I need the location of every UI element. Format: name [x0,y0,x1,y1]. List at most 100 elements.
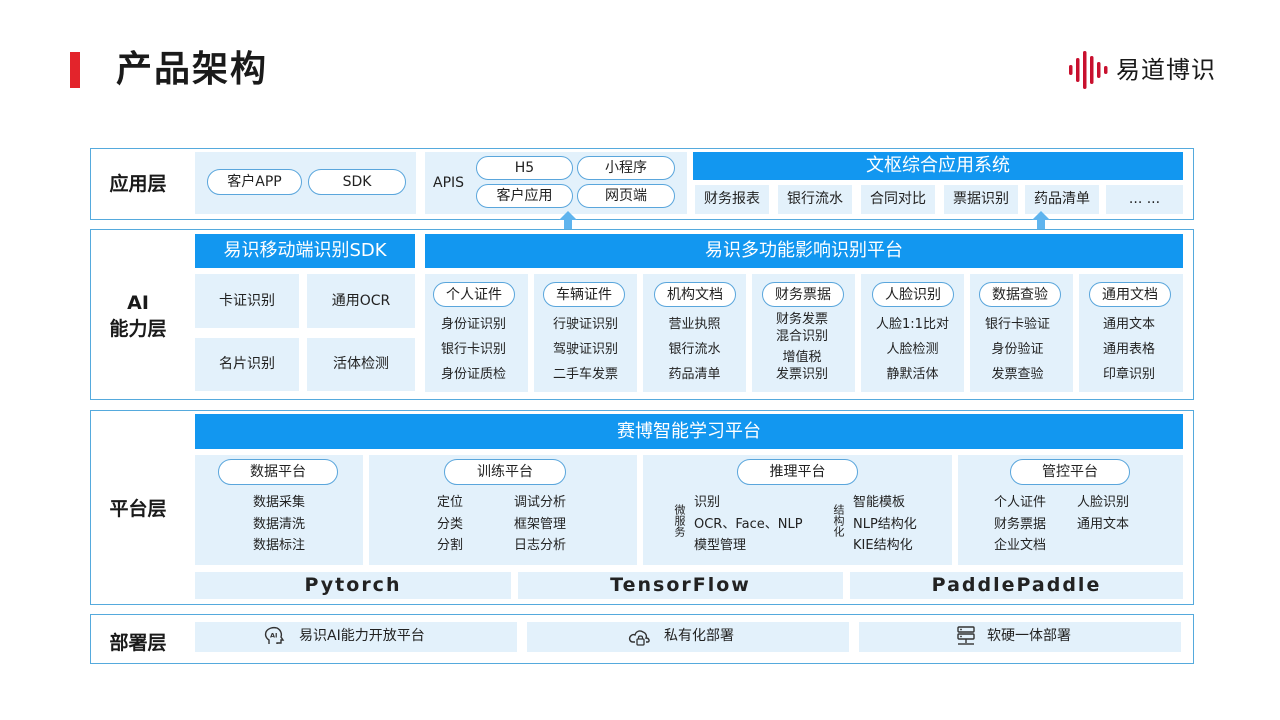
ai-item: 二手车发票 [552,367,618,382]
ai-column-title-data-verify[interactable]: 数据查验 [979,282,1061,307]
ai-item: 发票识别 [775,367,828,382]
ai-item: 静默活体 [886,367,939,382]
sdk-title: 易识移动端识别SDK [195,234,415,268]
sdk-item-liveness: 活体检测 [307,338,415,391]
system-item-financial-report: 财务报表 [695,185,769,214]
ai-item: 银行卡识别 [440,342,506,357]
miniprogram-pill[interactable]: 小程序 [577,156,675,180]
ai-layer-label-line1: AI [127,292,149,314]
microservice-side-label: 微服务 [673,504,686,537]
ai-head-icon: AI [264,626,285,644]
control-item: 个人证件 [993,495,1046,510]
framework-tensorflow: TensorFlow [518,572,843,599]
up-arrow-icon [559,211,577,233]
system-item-bank-flow: 银行流水 [778,185,852,214]
control-item: 财务票据 [993,517,1046,532]
ai-item: 通用表格 [1102,342,1155,357]
sdk-item-business-card: 名片识别 [195,338,299,391]
ai-item: 营业执照 [668,317,721,332]
deploy-item-private[interactable] [527,622,849,652]
data-platform-item: 数据标注 [252,538,305,553]
control-platform-title[interactable]: 管控平台 [1010,459,1130,485]
webpage-pill[interactable]: 网页端 [577,184,675,208]
infer-item: KIE结构化 [853,538,913,553]
system-item-drug-list: 药品清单 [1025,185,1099,214]
train-item: 分割 [436,538,463,553]
page-title: 产品架构 [116,49,269,90]
ai-item: 通用文本 [1102,317,1155,332]
data-platform-item: 数据采集 [252,495,305,510]
deploy-label-hardware: 软硬一体部署 [987,628,1071,644]
ai-item: 药品清单 [668,367,721,382]
ai-item: 银行流水 [668,342,721,357]
sdk-item-general-ocr: 通用OCR [307,274,415,328]
control-item: 通用文本 [1076,517,1129,532]
infer-item: NLP结构化 [853,517,917,532]
ai-item: 银行卡验证 [984,317,1050,332]
data-platform-title[interactable]: 数据平台 [218,459,338,485]
recognition-platform-title: 易识多功能影响识别平台 [425,234,1183,268]
system-item-more: ... ... [1106,185,1183,214]
deploy-item-ai-platform[interactable] [195,622,517,652]
system-item-bill-recognition: 票据识别 [944,185,1018,214]
deploy-label-ai-platform: 易识AI能力开放平台 [299,628,425,644]
ai-item: 行驶证识别 [552,317,618,332]
svg-text:AI: AI [270,632,277,640]
sdk-item-card: 卡证识别 [195,274,299,328]
logo-text: 易道博识 [1116,56,1216,84]
ai-column-title-org-docs[interactable]: 机构文档 [654,282,736,307]
ai-column-title-vehicle-id[interactable]: 车辆证件 [543,282,625,307]
system-item-contract-compare: 合同对比 [861,185,935,214]
train-item: 日志分析 [513,538,566,553]
control-item: 企业文档 [993,538,1046,553]
infer-item: 模型管理 [694,538,747,553]
train-item: 分类 [436,517,463,532]
h5-pill[interactable]: H5 [476,156,573,180]
ai-item: 身份验证 [991,342,1044,357]
deploy-label-private: 私有化部署 [664,628,734,644]
ai-item: 增值税 [782,350,822,365]
ai-column-title-face[interactable]: 人脸识别 [872,282,954,307]
infer-item: OCR、Face、NLP [694,517,803,532]
train-item: 框架管理 [513,517,566,532]
ai-item: 人脸检测 [886,342,939,357]
ai-item: 印章识别 [1102,367,1155,382]
deploy-item-hardware[interactable] [859,622,1181,652]
ai-item: 驾驶证识别 [552,342,618,357]
deploy-layer-label: 部署层 [109,632,167,654]
infer-item: 智能模板 [853,495,906,510]
ai-column-title-general-docs[interactable]: 通用文档 [1089,282,1171,307]
control-item: 人脸识别 [1076,495,1129,510]
ai-item: 财务发票 [775,312,828,327]
wenshu-system-title: 文枢综合应用系统 [693,152,1183,180]
sdk-pill[interactable]: SDK [308,169,406,195]
train-platform-title[interactable]: 训练平台 [444,459,566,485]
structured-side-label: 结构化 [832,504,845,537]
app-layer-label: 应用层 [109,173,167,195]
framework-pytorch: Pytorch [195,572,511,599]
ai-item: 身份证质检 [440,367,506,382]
train-item: 调试分析 [513,495,566,510]
ai-item: 混合识别 [775,329,828,344]
ai-item: 人脸1:1比对 [876,317,949,332]
infer-item: 识别 [694,495,721,510]
infer-platform-title[interactable]: 推理平台 [737,459,858,485]
ai-item: 身份证识别 [440,317,506,332]
client-application-pill[interactable]: 客户应用 [476,184,573,208]
apis-label: APIS [433,175,465,191]
data-platform-item: 数据清洗 [252,517,305,532]
framework-paddlepaddle: PaddlePaddle [850,572,1183,599]
title-accent-bar [70,52,80,88]
train-item: 定位 [436,495,463,510]
ai-column-title-finance-bills[interactable]: 财务票据 [762,282,844,307]
platform-layer-label: 平台层 [109,498,167,520]
ai-column-title-personal-id[interactable]: 个人证件 [433,282,515,307]
ai-layer-label-line2: 能力层 [109,318,167,340]
logo-mark-icon [1069,51,1108,89]
client-app-pill[interactable]: 客户APP [207,169,302,195]
up-arrow-icon [1032,211,1050,233]
ai-item: 发票查验 [991,367,1044,382]
saibo-platform-title: 赛博智能学习平台 [195,414,1183,449]
cloud-lock-icon [628,630,650,646]
server-icon [957,626,975,645]
